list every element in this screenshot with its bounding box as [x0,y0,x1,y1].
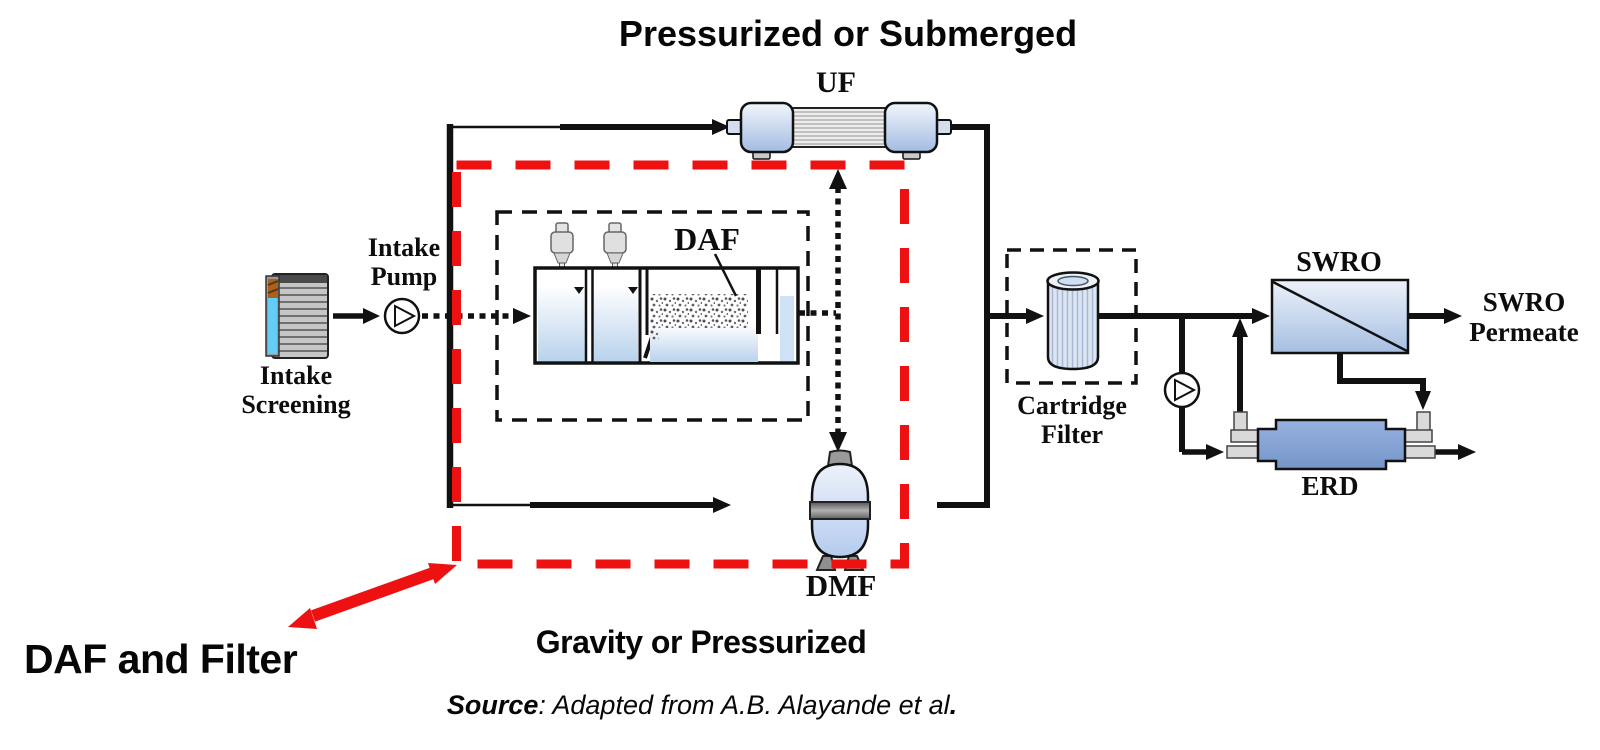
erd-module-icon [1226,411,1436,471]
red-callout-arrow [288,563,457,629]
source-label: Source [446,690,539,720]
daf-and-filter-callout: DAF and Filter [24,636,298,682]
flow-lines [333,124,1458,508]
source-text: : Adapted from A.B. Alayande et al [538,690,950,720]
intake-screening-label: Intake Screening [241,361,351,420]
uf-label: UF [816,66,856,99]
uf-module-icon [726,101,952,160]
dmf-label: DMF [805,568,877,603]
source-period: . [949,690,958,720]
daf-unit [533,222,800,365]
erd-label: ERD [1301,471,1359,501]
intake-pump-label: Intake Pump [367,233,441,292]
cartridge-dashed-box [1005,248,1138,385]
swro-label: SWRO [1296,247,1382,278]
cartridge-filter-icon [1046,271,1100,371]
intake-screening-icon [265,273,329,359]
daf-label: DAF [674,221,740,257]
gravity-pressurized-title: Gravity or Pressurized [535,624,867,660]
dmf-vessel-icon [809,449,871,571]
intake-pump-icon [383,297,421,335]
red-highlight-box [452,160,909,569]
hp-pump-icon [1163,371,1201,409]
dotted-connectors [422,169,847,452]
swro-permeate-label: SWRO Permeate [1469,287,1579,348]
swro-module-icon [1270,278,1410,355]
pressurized-submerged-title: Pressurized or Submerged [618,13,1078,54]
cartridge-filter-label: Cartridge Filter [1017,391,1127,450]
flow-arrowheads [363,119,1476,513]
source-attribution: Source: Adapted from A.B. Alayande et al… [447,690,957,721]
